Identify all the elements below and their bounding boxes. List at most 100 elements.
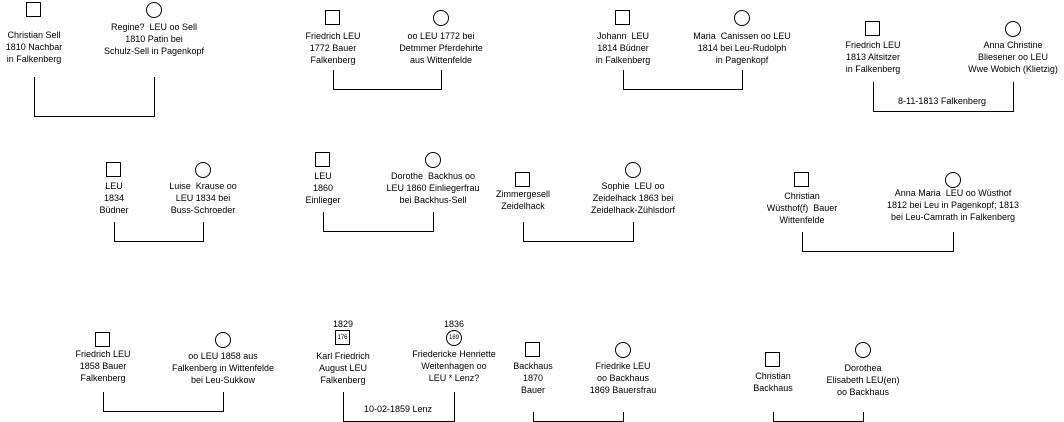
male-symbol (325, 10, 340, 25)
marriage-bar (873, 111, 1014, 112)
male-symbol (765, 352, 780, 367)
marriage-bar (114, 241, 204, 242)
female-symbol: 169 (446, 330, 462, 346)
connector-line (623, 70, 624, 90)
mother-label-line: 1810 Patin bei (125, 34, 183, 44)
father-label-line: 1858 Bauer (79, 361, 127, 371)
father-label-line: 1860 (312, 183, 334, 193)
mother-label-line: Friedericke Henriette (412, 349, 496, 359)
female-symbol (855, 342, 871, 358)
mother-label-line: Anna Maria LEU oo Wüsthof (894, 188, 1012, 198)
connector-line (953, 232, 954, 252)
mother-label-line: Friedrike LEU (595, 361, 651, 371)
mother-label-line: in Pagenkopf (715, 55, 769, 65)
father-label-line: Christian Sell (7, 30, 61, 40)
marriage-bar (323, 231, 434, 232)
connector-line (523, 222, 524, 242)
marriage-bar (623, 89, 743, 90)
mother-label-line: Anna Christine (983, 40, 1043, 50)
connector-line (323, 212, 324, 232)
mother-label: Maria Canissen oo LEU 1814 bei Leu-Rudolp… (693, 30, 791, 66)
father-label-line: 1772 Bauer (309, 43, 357, 53)
connector-line (343, 392, 344, 422)
mother-label-line: oo LEU 1772 bei (407, 31, 475, 41)
father-label-line: Bauer (520, 385, 546, 395)
father-label-line: Christian (755, 371, 791, 381)
mother-id-number: 169 (448, 335, 459, 341)
connector-line (773, 412, 774, 422)
mother-label-line: Detmmer Pferdehirte (399, 43, 483, 53)
female-symbol (215, 332, 231, 348)
marriage-bar (523, 241, 634, 242)
male-symbol (106, 162, 121, 177)
connector-line (34, 77, 35, 117)
marriage-bar (333, 89, 442, 90)
mother-label-line: Luise Krause oo (169, 181, 237, 191)
mother-label-line: 1814 bei Leu-Rudolph (697, 43, 787, 53)
mother-label-line: Weitenhagen oo (421, 361, 487, 371)
father-id-number: 176 (337, 335, 348, 341)
connector-line (802, 232, 803, 252)
mother-label-line: Falkenberg in Wittenfelde (171, 363, 275, 373)
mother-label-line: LEU 1834 bei (175, 193, 231, 203)
father-label-line: Johann LEU (596, 31, 650, 41)
father-label-line: Zimmergesell (495, 189, 551, 199)
father-label-line: Einlieger (305, 195, 341, 205)
male-symbol: 176 (335, 330, 350, 345)
mother-label-line: Buss-Schroeder (170, 205, 236, 215)
male-symbol (315, 152, 330, 167)
father-label-line: in Falkenberg (845, 64, 901, 74)
connector-line (103, 392, 104, 412)
father-label-line: Falkenberg (80, 373, 126, 383)
marriage-date: 10-02-1859 Lenz (363, 404, 433, 414)
father-label-line: Wittenfelde (779, 215, 825, 225)
female-symbol (625, 162, 641, 178)
father-label-line: Falkenberg (320, 375, 366, 385)
connector-line (873, 82, 874, 112)
father-label-line: 1814 Büdner (597, 43, 649, 53)
mother-label-line: oo LEU 1858 aus (188, 351, 258, 361)
marriage-bar (34, 116, 155, 117)
connector-line (441, 70, 442, 90)
male-symbol (865, 21, 880, 36)
connector-line (633, 222, 634, 242)
mother-label-line: Maria Canissen oo LEU (693, 31, 791, 41)
father-label-line: LEU (105, 181, 123, 191)
connector-line (742, 70, 743, 90)
female-symbol (433, 10, 449, 26)
connector-line (154, 77, 155, 117)
father-label-line: in Falkenberg (6, 54, 62, 64)
mother-label-line: oo Backhaus (596, 373, 650, 383)
female-symbol (945, 172, 961, 188)
father-label-line: Falkenberg (310, 55, 356, 65)
marriage-bar (103, 411, 224, 412)
male-symbol (95, 332, 110, 347)
father-label-line: Friedrich LEU (305, 31, 361, 41)
mother-label-line: Regine? LEU oo Sell (110, 22, 198, 32)
mother-label-line: oo Backhaus (836, 387, 890, 397)
connector-line (114, 222, 115, 242)
male-symbol (525, 342, 540, 357)
father-birth-year: 1829 (332, 319, 354, 329)
mother-label-line: Wwe Wobich (Klietzig) (968, 64, 1058, 74)
mother-label-line: LEU * Lenz? (428, 373, 480, 383)
mother-label-line: Zeidelhack 1863 bei (592, 193, 674, 203)
connector-line (203, 222, 204, 242)
father-label-line: Wüsthof(f) Bauer (766, 203, 838, 213)
male-symbol (615, 10, 630, 25)
connector-line (333, 70, 334, 90)
